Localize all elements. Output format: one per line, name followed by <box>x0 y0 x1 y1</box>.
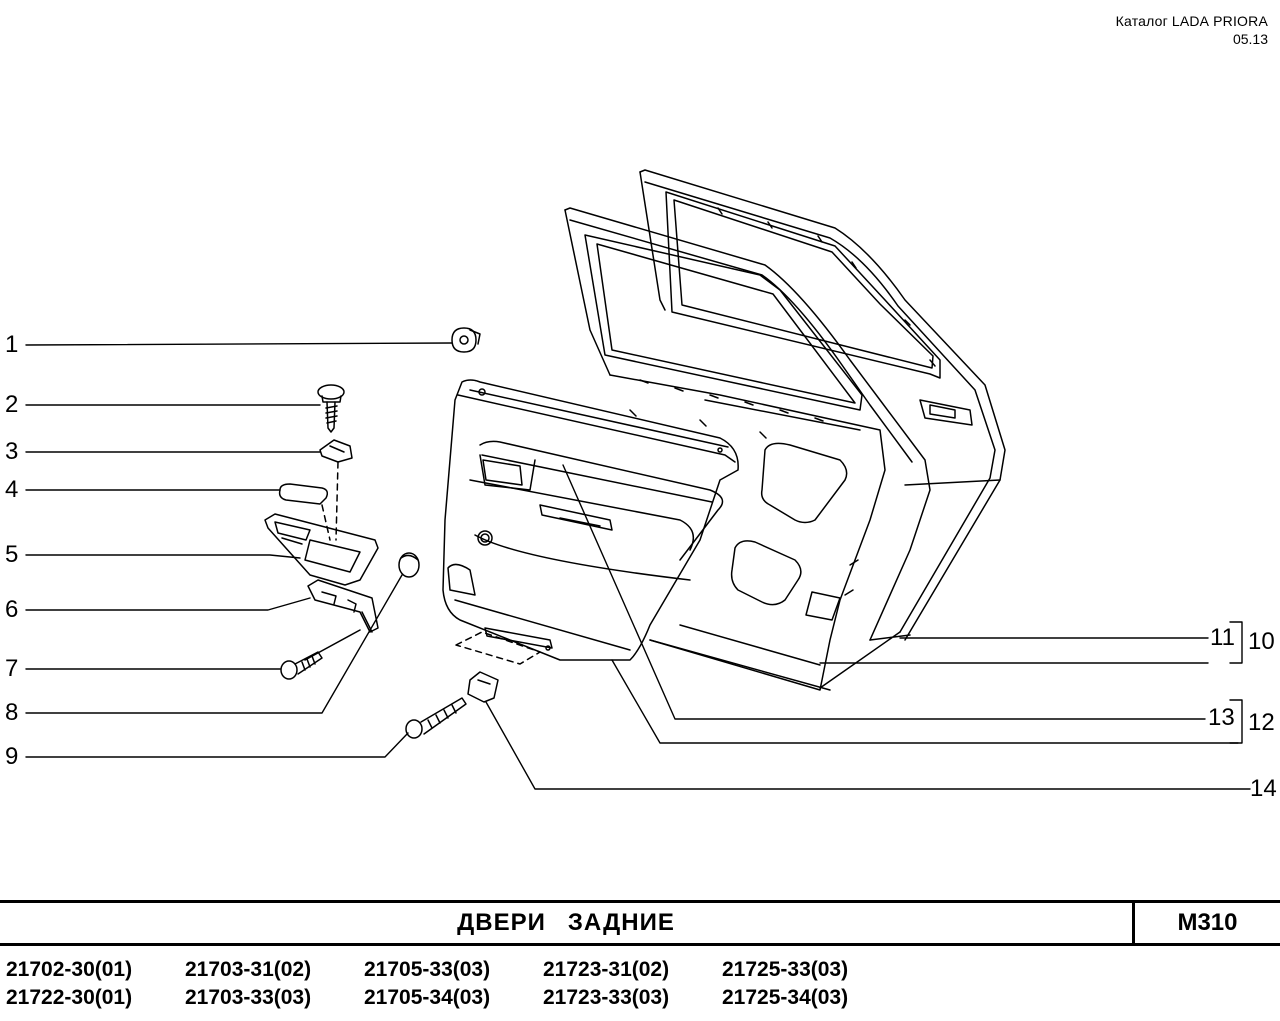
page-code: M310 <box>1177 909 1238 936</box>
callout-11: 11 <box>1210 624 1235 651</box>
title-divider <box>1132 900 1135 946</box>
part-8-plug <box>398 552 420 578</box>
callout-7: 7 <box>5 655 19 682</box>
model-code: 21703-33(03) <box>185 986 312 1009</box>
guide-line-3 <box>335 461 339 541</box>
model-list: 21702-30(01) 21703-31(02) 21705-33(03) 2… <box>6 958 906 1010</box>
callout-2: 2 <box>5 391 19 418</box>
title-word-rear: ЗАДНИЕ <box>567 909 675 936</box>
callout-8: 8 <box>5 699 19 726</box>
model-code: 21725-33(03) <box>722 958 849 981</box>
callout-10: 10 <box>1248 628 1275 655</box>
part-1-clip <box>451 327 481 353</box>
callout-4: 4 <box>5 476 19 503</box>
part-4-cover <box>278 483 329 505</box>
part-3-clip <box>319 439 353 463</box>
callout-6: 6 <box>5 596 19 623</box>
guide-line-14 <box>455 631 541 665</box>
leader-lines <box>25 342 1251 790</box>
model-code: 21722-30(01) <box>6 986 133 1009</box>
guide-line-7 <box>304 629 361 661</box>
catalog-header: Каталог LADA PRIORA 05.13 <box>1116 12 1268 48</box>
catalog-date: 05.13 <box>1232 31 1268 47</box>
model-code: 21702-30(01) <box>6 958 133 981</box>
page-title: ДВЕРИ ЗАДНИЕ <box>0 903 1132 943</box>
part-5-housing <box>264 513 379 586</box>
title-word-doors: ДВЕРИ <box>457 909 546 936</box>
door-shell <box>564 169 1006 691</box>
catalog-title: Каталог LADA PRIORA <box>1116 12 1268 30</box>
exploded-parts-drawing <box>25 169 1251 790</box>
callout-3: 3 <box>5 438 19 465</box>
part-7-screw <box>280 651 323 680</box>
part-9-screw <box>405 697 467 739</box>
callout-12: 12 <box>1248 709 1275 736</box>
door-trim-panel <box>442 379 739 661</box>
guide-line-4 <box>321 504 331 541</box>
model-code: 21725-34(03) <box>722 986 849 1009</box>
callout-5: 5 <box>5 541 19 568</box>
part-2-screw <box>317 384 345 433</box>
part-14-clip <box>467 671 499 703</box>
callout-14: 14 <box>1250 775 1277 802</box>
title-top-rule <box>0 900 1280 903</box>
catalog-label: Каталог <box>1115 13 1168 29</box>
model-code: 21705-34(03) <box>364 986 491 1009</box>
model-code: 21703-31(02) <box>185 958 312 981</box>
catalog-brand: LADA <box>1171 13 1210 29</box>
callout-1: 1 <box>5 331 19 358</box>
title-bottom-rule <box>0 943 1280 946</box>
callout-9: 9 <box>5 743 19 770</box>
part-6-bracket <box>307 579 379 633</box>
model-code: 21723-33(03) <box>543 986 670 1009</box>
model-code: 21705-33(03) <box>364 958 491 981</box>
catalog-model: PRIORA <box>1213 13 1268 29</box>
model-code: 21723-31(02) <box>543 958 670 981</box>
callout-13: 13 <box>1208 704 1235 731</box>
